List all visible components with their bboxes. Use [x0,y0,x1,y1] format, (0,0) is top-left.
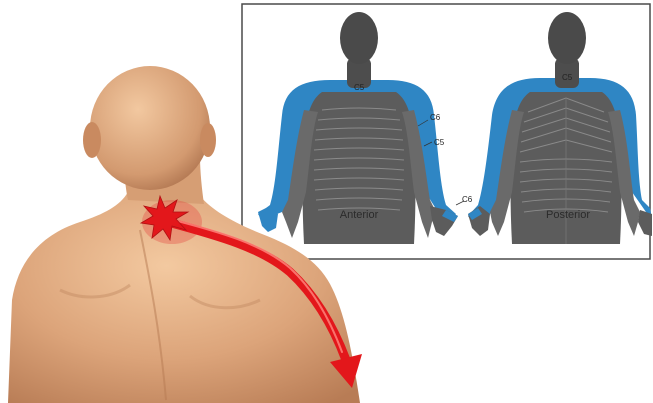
person-head [90,66,210,190]
posterior-shoulder-label: C5 [562,73,573,82]
anterior-head [340,12,378,64]
anterior-hand-label: C6 [462,195,473,204]
posterior-head [548,12,586,64]
dermatome-panel: C5 C6 C5 C6 Anterior [242,4,652,259]
anterior-view-label: Anterior [340,209,379,221]
person-right-ear [200,123,216,157]
anterior-forearm-label: C5 [434,138,445,147]
person-left-ear [83,122,101,158]
posterior-view-label: Posterior [546,209,590,221]
anterior-shoulder-label: C5 [354,83,365,92]
anterior-upper-arm-label: C6 [430,113,441,122]
